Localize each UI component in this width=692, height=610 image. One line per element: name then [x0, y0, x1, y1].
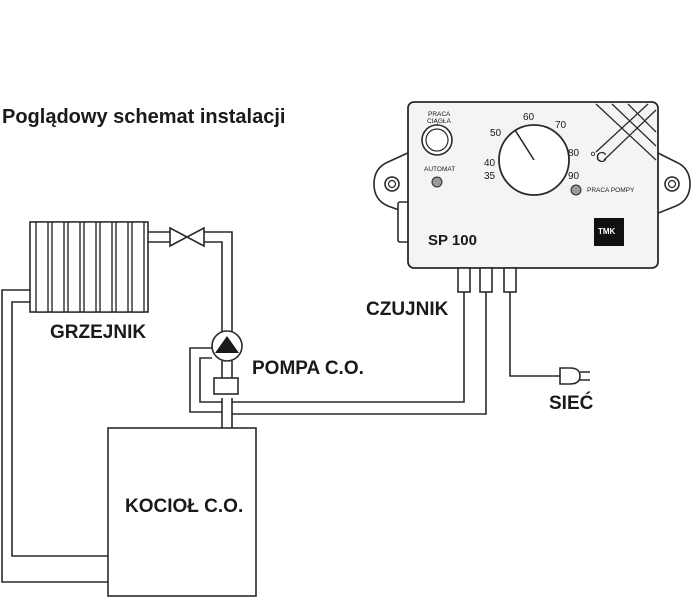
- pump-triangle-icon: [215, 336, 239, 353]
- dial-mark-35: 35: [484, 171, 496, 182]
- radiator: [29, 221, 149, 313]
- pipes: [1, 231, 560, 583]
- automat-led: [431, 176, 443, 188]
- controller-model: SP 100: [428, 232, 477, 249]
- controller: PRACA CIĄGŁA AUTOMAT 35 40 50 60 70 80 9…: [373, 101, 691, 293]
- mains-label: SIEĆ: [549, 392, 594, 414]
- switch-label-line1: PRACA: [428, 111, 451, 118]
- valve-left-triangle: [169, 226, 189, 248]
- sensor-label: CZUJNIK: [366, 299, 449, 320]
- automat-label: AUTOMAT: [424, 166, 455, 173]
- left-mount-hole: [384, 176, 400, 192]
- temperature-unit: °C: [590, 149, 607, 166]
- pump-sensor-block: [213, 377, 239, 395]
- boiler: [107, 427, 257, 597]
- dial-mark-60: 60: [523, 112, 535, 123]
- switch-label-line2: CIĄGŁA: [427, 118, 452, 125]
- radiator-fins: [35, 221, 145, 313]
- brand-logo: [594, 218, 624, 246]
- plug-icon: [559, 367, 590, 385]
- pump: [211, 330, 243, 395]
- valve: [169, 226, 205, 248]
- dial-mark-70: 70: [555, 120, 567, 131]
- boiler-label: KOCIOŁ C.O.: [125, 496, 243, 517]
- cable-gland-3: [503, 267, 517, 293]
- right-mount-hole: [664, 176, 680, 192]
- dial-mark-40: 40: [484, 158, 496, 169]
- cable-gland-2: [479, 267, 493, 293]
- corner-hatch: [595, 103, 657, 161]
- brand-text: TMK: [598, 227, 616, 236]
- dial-pointer: [514, 129, 535, 161]
- dial-mark-80: 80: [568, 148, 580, 159]
- pump-label: POMPA C.O.: [252, 358, 364, 379]
- radiator-label: GRZEJNIK: [50, 322, 146, 343]
- pump-work-label: PRACA POMPY: [587, 187, 635, 194]
- cable-gland-1: [457, 267, 471, 293]
- dial-mark-50: 50: [490, 128, 502, 139]
- diagram-title: Poglądowy schemat instalacji: [2, 106, 285, 128]
- pump-work-led: [570, 184, 582, 196]
- valve-right-triangle: [185, 226, 205, 248]
- dial-mark-90: 90: [568, 171, 580, 182]
